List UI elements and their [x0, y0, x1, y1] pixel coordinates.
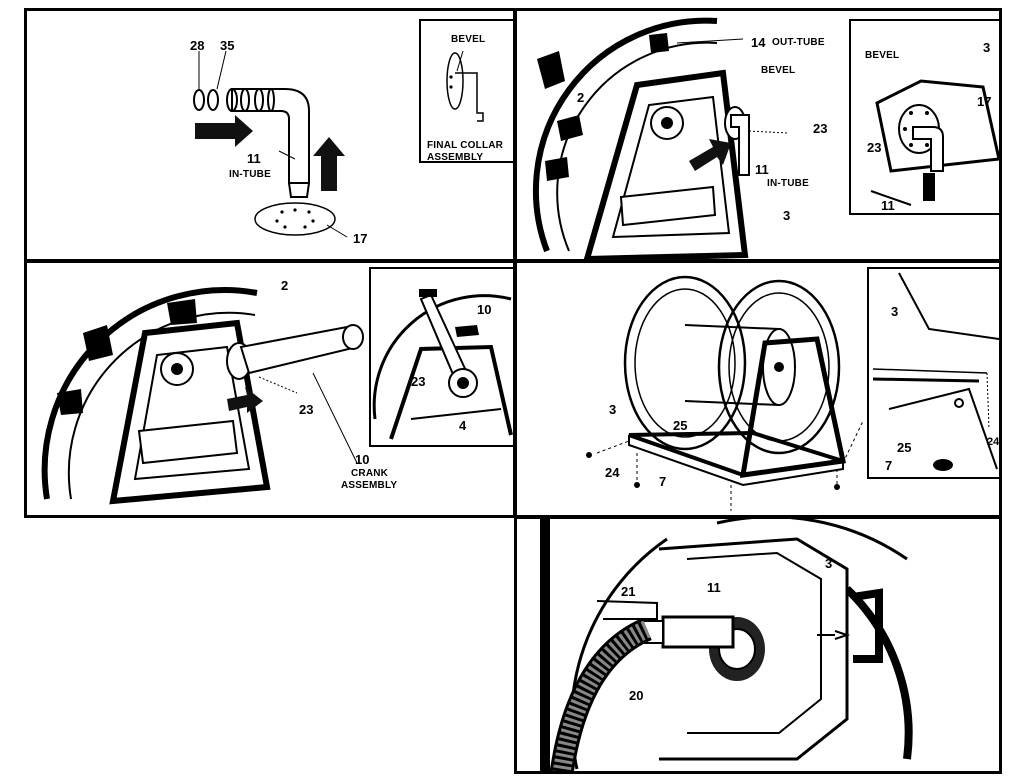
- inset-label-11: 11: [881, 198, 895, 213]
- label-24: 24: [605, 465, 620, 480]
- label-21: 21: [621, 584, 636, 599]
- inset-crank-detail: 10 23 4: [369, 267, 513, 447]
- hose-connection-illustration: [540, 519, 913, 771]
- label-11: 11: [707, 580, 721, 595]
- inset-label-3: 3: [983, 40, 991, 55]
- inset-label-bevel: BEVEL: [451, 34, 486, 45]
- panel-hose-connection: 3 21 11 20: [514, 516, 1002, 774]
- inset-label-3: 3: [891, 304, 899, 319]
- label-28: 28: [190, 38, 205, 53]
- crank-side-illustration: [41, 287, 364, 505]
- label-2: 2: [577, 90, 585, 105]
- reel-base-illustration: [586, 275, 864, 511]
- label-bevel: BEVEL: [761, 65, 796, 76]
- crank-detail-sketch: [372, 289, 513, 440]
- label-assembly: ASSEMBLY: [341, 480, 398, 491]
- label-3: 3: [825, 556, 833, 571]
- reel-side-illustration: [532, 17, 788, 259]
- label-10: 10: [355, 452, 370, 467]
- inset-label-10: 10: [477, 302, 492, 317]
- label-out-tube: OUT-TUBE: [772, 37, 825, 48]
- inset-label-assembly: ASSEMBLY: [427, 152, 484, 163]
- panel-crank-assembly: 2 23 10 CRANK ASSEMBLY 10 23 4: [24, 260, 516, 518]
- panel-outtube-assembly: 14 OUT-TUBE 2 BEVEL 23 11 IN-TUBE 3 BEVE…: [514, 8, 1002, 262]
- label-20: 20: [629, 688, 644, 703]
- inset-collar-detail: BEVEL 3 17 23 11: [849, 19, 999, 215]
- inset-label-25: 25: [897, 440, 912, 455]
- inset-label-23: 23: [411, 374, 426, 389]
- inset-label-24: 24: [987, 436, 1000, 448]
- inset-label-23: 23: [867, 140, 882, 155]
- collar-17: [254, 202, 336, 236]
- inset-label-4: 4: [459, 418, 467, 433]
- label-23: 23: [813, 121, 828, 136]
- ring-35: [207, 89, 219, 111]
- label-25: 25: [673, 418, 688, 433]
- final-collar-sketch: [446, 50, 484, 122]
- ring-28: [193, 89, 205, 111]
- label-17: 17: [353, 231, 368, 246]
- inset-label-bevel: BEVEL: [865, 50, 900, 61]
- intube-elbow: [226, 88, 310, 198]
- intube-illustration: [193, 50, 348, 238]
- label-2: 2: [281, 278, 289, 293]
- inset-label-17: 17: [977, 94, 992, 109]
- label-3: 3: [609, 402, 617, 417]
- push-arrow-right: [195, 115, 253, 147]
- label-11: 11: [755, 162, 769, 177]
- label-11: 11: [247, 151, 261, 166]
- inset-base-detail: 3 25 7 24: [867, 267, 1000, 479]
- label-3: 3: [783, 208, 791, 223]
- push-arrow-up: [313, 137, 345, 191]
- label-23: 23: [299, 402, 314, 417]
- inset-label-7: 7: [885, 458, 893, 473]
- label-7: 7: [659, 474, 667, 489]
- label-crank: CRANK: [351, 468, 389, 479]
- base-detail-sketch: [872, 272, 999, 471]
- label-in-tube: IN-TUBE: [229, 169, 271, 180]
- panel-base-assembly: 3 25 24 7 3 25 7 24: [514, 260, 1002, 518]
- panel-intube-collar: 28 35 11 IN-TUBE 17 BEVEL FINAL COLLAR A…: [24, 8, 516, 262]
- label-35: 35: [220, 38, 235, 53]
- label-in-tube: IN-TUBE: [767, 178, 809, 189]
- collar-detail-sketch: [870, 79, 999, 206]
- label-14: 14: [751, 35, 766, 50]
- inset-label-final-collar: FINAL COLLAR: [427, 140, 504, 151]
- inset-final-collar: BEVEL FINAL COLLAR ASSEMBLY: [419, 19, 513, 163]
